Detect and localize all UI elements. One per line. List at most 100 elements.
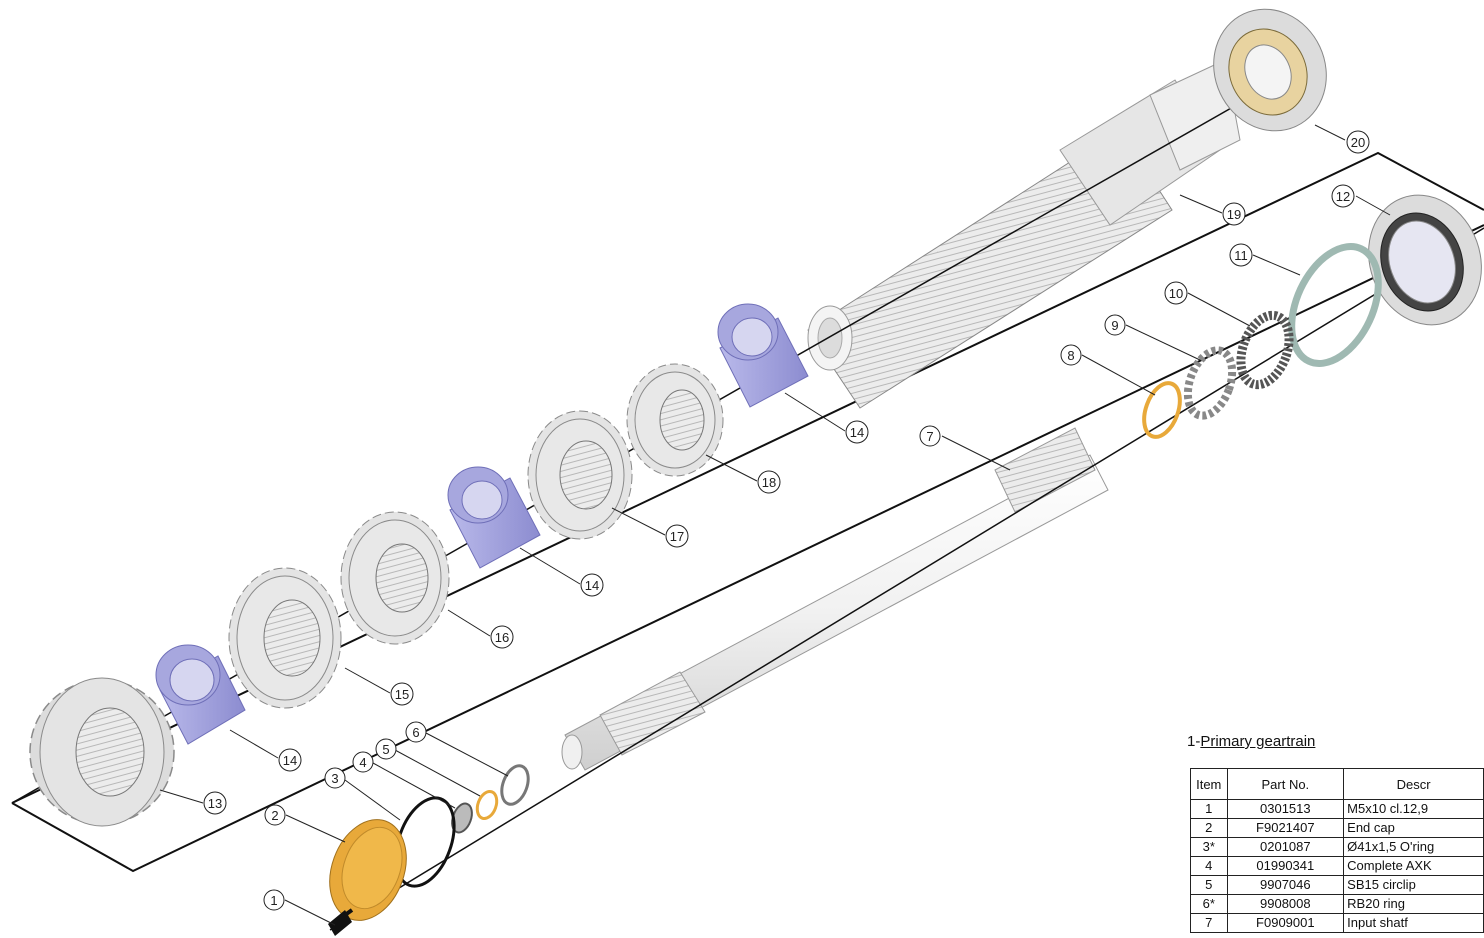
needle-cage-9 [1183,346,1237,420]
header-part-no: Part No. [1226,768,1345,800]
circlip-5 [475,789,499,821]
cell-item: 2 [1190,818,1228,838]
callout-10: 10 [1164,281,1188,305]
callout-16: 16 [490,625,514,649]
callout-14-b: 14 [580,573,604,597]
svg-text:12: 12 [1336,189,1350,204]
cell-part-no: 0301513 [1226,799,1345,819]
svg-text:16: 16 [495,630,509,645]
svg-text:8: 8 [1067,348,1074,363]
leader-lines [159,124,1391,926]
assembly-frame [11,224,1484,873]
cell-part-no: F9021407 [1226,818,1345,838]
cell-description: End cap [1343,818,1484,838]
svg-text:10: 10 [1169,286,1183,301]
svg-text:14: 14 [283,753,297,768]
svg-text:13: 13 [208,796,222,811]
cell-part-no: 01990341 [1226,856,1345,876]
end-cap-2 [329,819,407,921]
svg-text:14: 14 [850,425,864,440]
cell-description: SB15 circlip [1343,875,1484,895]
cell-description: Complete AXK [1343,856,1484,876]
table-title-text: Primary geartrain [1200,733,1316,750]
cell-part-no: 9908008 [1226,894,1345,914]
seal-11 [1288,243,1382,367]
svg-text:4: 4 [359,755,366,770]
svg-text:20: 20 [1351,135,1365,150]
callout-19: 19 [1222,202,1246,226]
gear-18 [626,363,724,477]
header-item: Item [1190,768,1228,800]
primary-shaft-19 [807,59,1241,409]
parts-table-header-row: Item Part No. Descr [1190,768,1484,800]
ring-6 [500,764,530,806]
callout-18: 18 [757,470,781,494]
cell-item: 1 [1190,799,1228,819]
svg-text:2: 2 [271,808,278,823]
svg-text:7: 7 [926,429,933,444]
cell-description: Input shatf [1343,913,1484,933]
callout-20: 20 [1346,130,1370,154]
cell-item: 6* [1190,894,1228,914]
callout-6: 6 [405,721,427,743]
bearing-20 [1213,8,1327,132]
callout-4: 4 [352,751,374,773]
callout-14-a: 14 [278,748,302,772]
screw-1 [328,908,354,936]
gear-13 [29,677,175,827]
cell-item: 3* [1190,837,1228,857]
callout-8: 8 [1060,344,1082,366]
input-shaft-7 [561,427,1109,771]
cell-part-no: F0909001 [1226,913,1345,933]
svg-text:15: 15 [395,687,409,702]
callout-14-c: 14 [845,420,869,444]
spacer-14-c [717,303,809,408]
spacer-14-b [447,466,541,569]
callout-15: 15 [390,682,414,706]
callout-2: 2 [264,804,286,826]
cell-description: M5x10 cl.12,9 [1343,799,1484,819]
callout-7: 7 [919,425,941,447]
svg-text:17: 17 [670,529,684,544]
assembly-frame-top [11,151,1484,804]
callout-13: 13 [203,791,227,815]
gear-17 [527,410,633,540]
callout-11: 11 [1229,243,1253,267]
cell-item: 5 [1190,875,1228,895]
parts-table-title: 1-Primary geartrain [1187,733,1315,750]
cell-part-no: 0201087 [1226,837,1345,857]
svg-text:5: 5 [382,742,389,757]
callout-9: 9 [1104,314,1126,336]
cell-description: Ø41x1,5 O'ring [1343,837,1484,857]
callout-3: 3 [324,767,346,789]
gear-15 [228,567,342,709]
svg-text:1: 1 [270,893,277,908]
table-title-prefix: 1- [1187,733,1201,750]
ring-10 [1236,310,1294,390]
svg-text:6: 6 [412,725,419,740]
gear-16 [340,511,450,645]
cell-item: 4 [1190,856,1228,876]
callout-17: 17 [665,524,689,548]
header-description: Descr [1343,768,1484,800]
cell-item: 7 [1190,913,1228,933]
callout-1: 1 [263,889,285,911]
svg-text:9: 9 [1111,318,1118,333]
cell-part-no: 9907046 [1226,875,1345,895]
circlip-8 [1142,381,1182,439]
spacer-14-a [155,644,246,745]
cell-description: RB20 ring [1343,894,1484,914]
callout-12: 12 [1331,184,1355,208]
callout-5: 5 [375,738,397,760]
svg-text:3: 3 [331,771,338,786]
